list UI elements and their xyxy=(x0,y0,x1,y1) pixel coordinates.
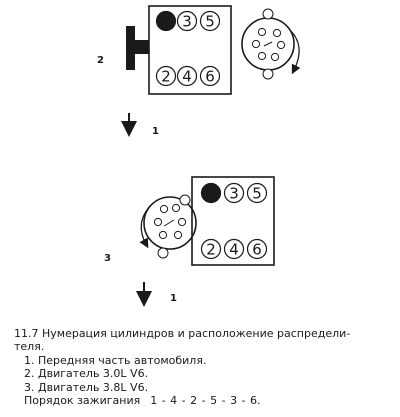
caption-item-front: 1. Передняя часть автомобиля. xyxy=(24,353,207,367)
cylinder-label-5: 5 xyxy=(252,185,262,203)
rotation-arrow-bottom xyxy=(139,203,153,249)
cylinder-label-4: 4 xyxy=(182,68,192,86)
distributor-cap-bottom xyxy=(143,194,197,259)
callout-front-label-bottom: 1 xyxy=(170,293,177,304)
figure-caption: 11.7 Нумерация цилиндров и расположение … xyxy=(14,327,394,407)
cylinder-2 xyxy=(200,238,222,260)
cylinder-6 xyxy=(199,65,221,87)
firing-order-label: Порядок зажигания xyxy=(24,394,141,408)
cylinder-label-5: 5 xyxy=(205,13,215,31)
engine-3-0l-figure: 1 3 5 2 4 6 2 1 xyxy=(97,5,301,137)
cylinder-label-1: 1 xyxy=(206,185,216,203)
engine-block-bottom xyxy=(191,176,275,266)
cylinder-label-3: 3 xyxy=(229,185,239,203)
callout-engine-label-bottom: 3 xyxy=(104,253,111,264)
cylinder-diagram: 1 3 5 2 4 6 2 1 xyxy=(97,5,301,307)
cylinder-1 xyxy=(200,182,222,204)
firing-order-row: Порядок зажигания 1 - 4 - 2 - 5 - 3 - 6. xyxy=(14,394,394,407)
callout-engine-label-top: 2 xyxy=(97,55,104,66)
caption-item-engine-3-8l: 3. Двигатель 3.8L V6. xyxy=(24,380,149,394)
rotation-arrow-top xyxy=(289,29,301,75)
caption-title-line-2: теля. xyxy=(14,340,45,354)
cylinder-4 xyxy=(223,238,245,260)
cylinder-3 xyxy=(176,10,198,32)
cylinder-1 xyxy=(155,10,177,32)
cylinder-label-2: 2 xyxy=(161,68,171,86)
cylinder-label-1: 1 xyxy=(161,13,171,31)
cylinder-label-3: 3 xyxy=(182,13,192,31)
cylinder-3 xyxy=(223,182,245,204)
cylinder-4 xyxy=(176,65,198,87)
cylinder-5 xyxy=(246,182,268,204)
cylinder-5 xyxy=(199,10,221,32)
cylinder-label-6: 6 xyxy=(205,68,215,86)
cylinder-2 xyxy=(155,65,177,87)
firing-order-value: 1 - 4 - 2 - 5 - 3 - 6. xyxy=(150,394,261,408)
cylinder-label-6: 6 xyxy=(252,241,262,259)
pulley-hub-top xyxy=(135,40,149,54)
cylinder-label-2: 2 xyxy=(206,241,216,259)
engine-3-8l-figure: 1 3 5 2 4 6 3 1 xyxy=(104,176,275,307)
callout-front-label-top: 1 xyxy=(152,126,159,137)
cylinder-label-4: 4 xyxy=(229,241,239,259)
caption-title-line-1: 11.7 Нумерация цилиндров и расположение … xyxy=(14,327,351,340)
pulley-top xyxy=(126,26,135,70)
caption-item-engine-3-0l: 2. Двигатель 3.0L V6. xyxy=(24,367,149,381)
distributor-cap-top xyxy=(241,8,295,80)
cylinder-6 xyxy=(246,238,268,260)
